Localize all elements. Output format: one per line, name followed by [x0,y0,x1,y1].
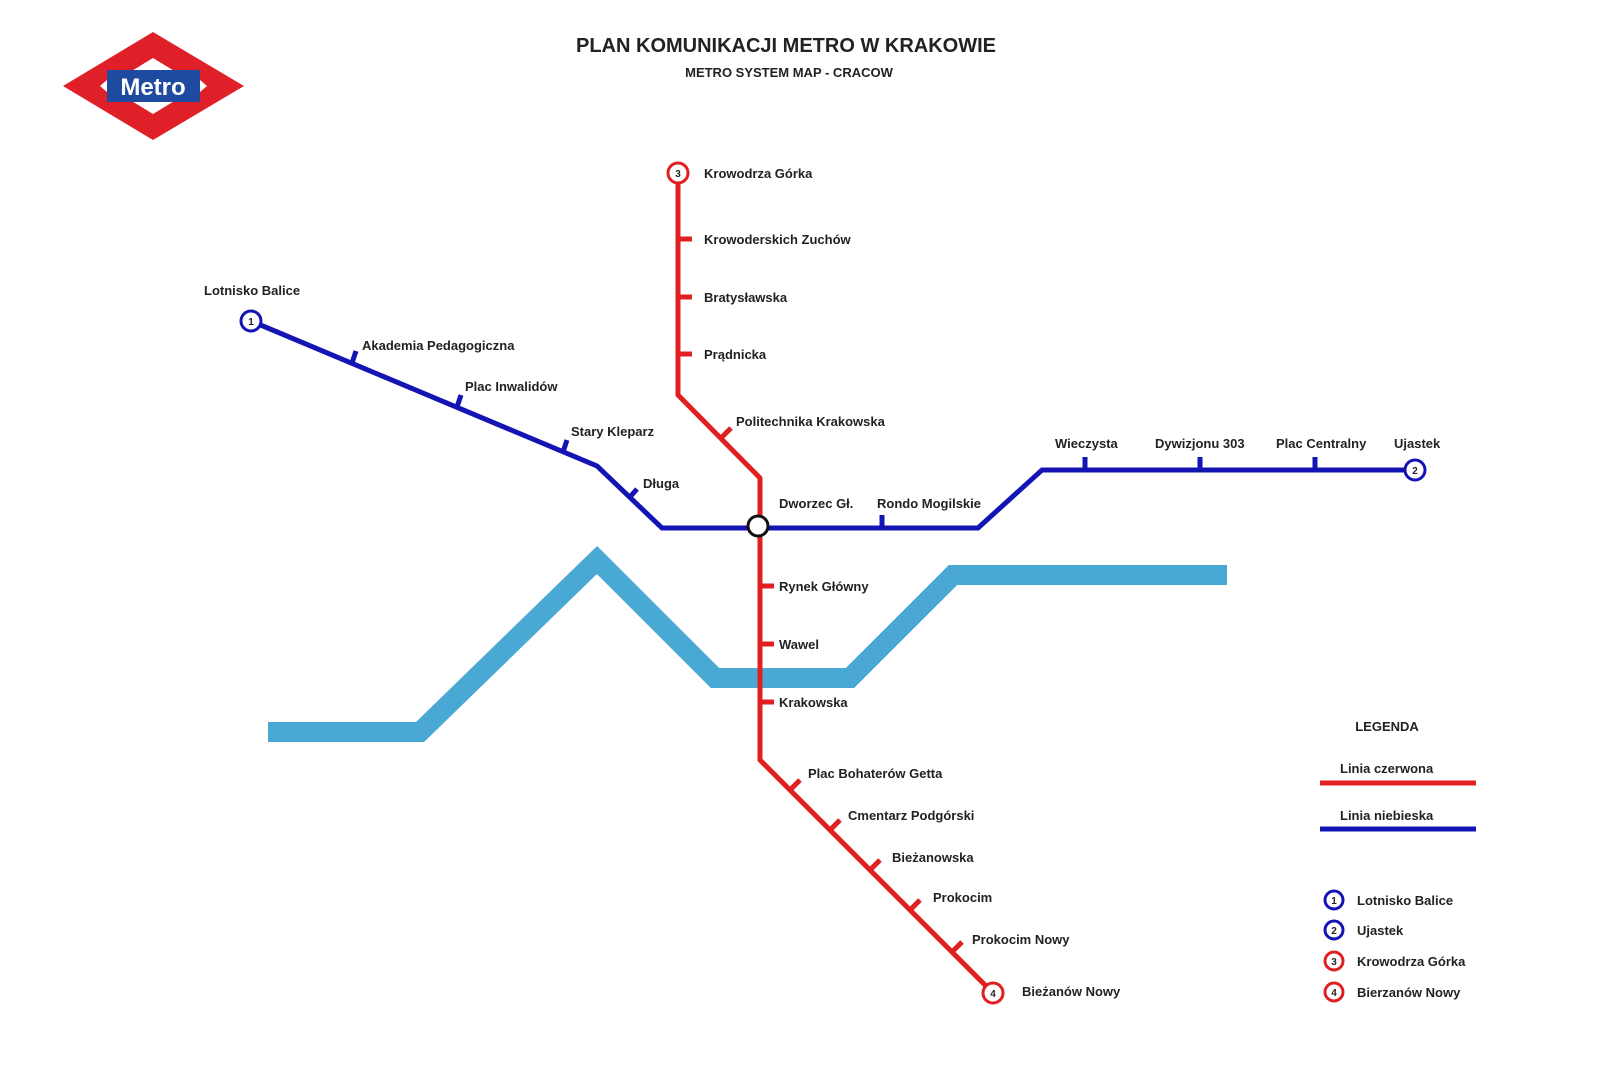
svg-text:3: 3 [675,169,681,180]
svg-text:4: 4 [1331,988,1337,999]
metro-logo: Metro [63,32,244,140]
station-label[interactable]: Krowodrza Górka [704,166,813,181]
svg-text:2: 2 [1331,926,1337,937]
legend-blue-label: Linia niebieska [1340,808,1434,823]
station-label[interactable]: Plac Centralny [1276,436,1367,451]
svg-text:1: 1 [248,317,254,328]
station-label[interactable]: Krakowska [779,695,848,710]
station-label[interactable]: Bratysławska [704,290,788,305]
station-label[interactable]: Wawel [779,637,819,652]
station-label[interactable]: Rynek Główny [779,579,869,594]
svg-text:2: 2 [1412,466,1418,477]
station-label[interactable]: Dywizjonu 303 [1155,436,1245,451]
station-label[interactable]: Prokocim [933,890,992,905]
terminal-4[interactable]: 4 [981,981,1005,1005]
logo-text: Metro [120,74,185,101]
terminal-2[interactable]: 2 [1403,458,1427,482]
station-label[interactable]: Prądnicka [704,347,767,362]
station-label[interactable]: Stary Kleparz [571,424,655,439]
station-label[interactable]: Politechnika Krakowska [736,414,886,429]
station-label[interactable]: Akademia Pedagogiczna [362,338,515,353]
station-label[interactable]: Wieczysta [1055,436,1119,451]
svg-text:1: 1 [1331,896,1337,907]
legend-terminal-label: Krowodrza Górka [1357,954,1466,969]
station-label[interactable]: Bieżanowska [892,850,974,865]
blue-line [250,318,1415,531]
svg-text:3: 3 [1331,957,1337,968]
legend-red-label: Linia czerwona [1340,761,1434,776]
station-label[interactable]: Lotnisko Balice [204,283,300,298]
svg-text:4: 4 [990,989,996,1000]
station-label[interactable]: Bieżanów Nowy [1022,984,1121,999]
river [268,545,1227,742]
station-label[interactable]: Plac Bohaterów Getta [808,766,943,781]
station-label[interactable]: Prokocim Nowy [972,932,1070,947]
red-line [675,173,995,995]
station-label[interactable]: Długa [643,476,680,491]
page-title: PLAN KOMUNIKACJI METRO W KRAKOWIE [576,35,996,57]
station-label[interactable]: Cmentarz Podgórski [848,808,974,823]
station-label[interactable]: Rondo Mogilskie [877,496,981,511]
legend-terminal-label: Ujastek [1357,923,1404,938]
terminal-3[interactable]: 3 [666,161,690,185]
legend-title: LEGENDA [1355,719,1419,734]
station-label[interactable]: Ujastek [1394,436,1441,451]
legend-terminal-label: Lotnisko Balice [1357,893,1453,908]
legend-terminal-label: Bierzanów Nowy [1357,985,1461,1000]
interchange-label[interactable]: Dworzec Gł. [779,496,853,511]
station-label[interactable]: Krowoderskich Zuchów [704,232,852,247]
station-label[interactable]: Plac Inwalidów [465,379,558,394]
legend: LEGENDA Linia czerwona Linia niebieska 1… [1320,719,1476,1003]
terminal-1[interactable]: 1 [239,309,263,333]
interchange-station[interactable] [746,514,770,538]
page-subtitle: METRO SYSTEM MAP - CRACOW [685,65,893,80]
